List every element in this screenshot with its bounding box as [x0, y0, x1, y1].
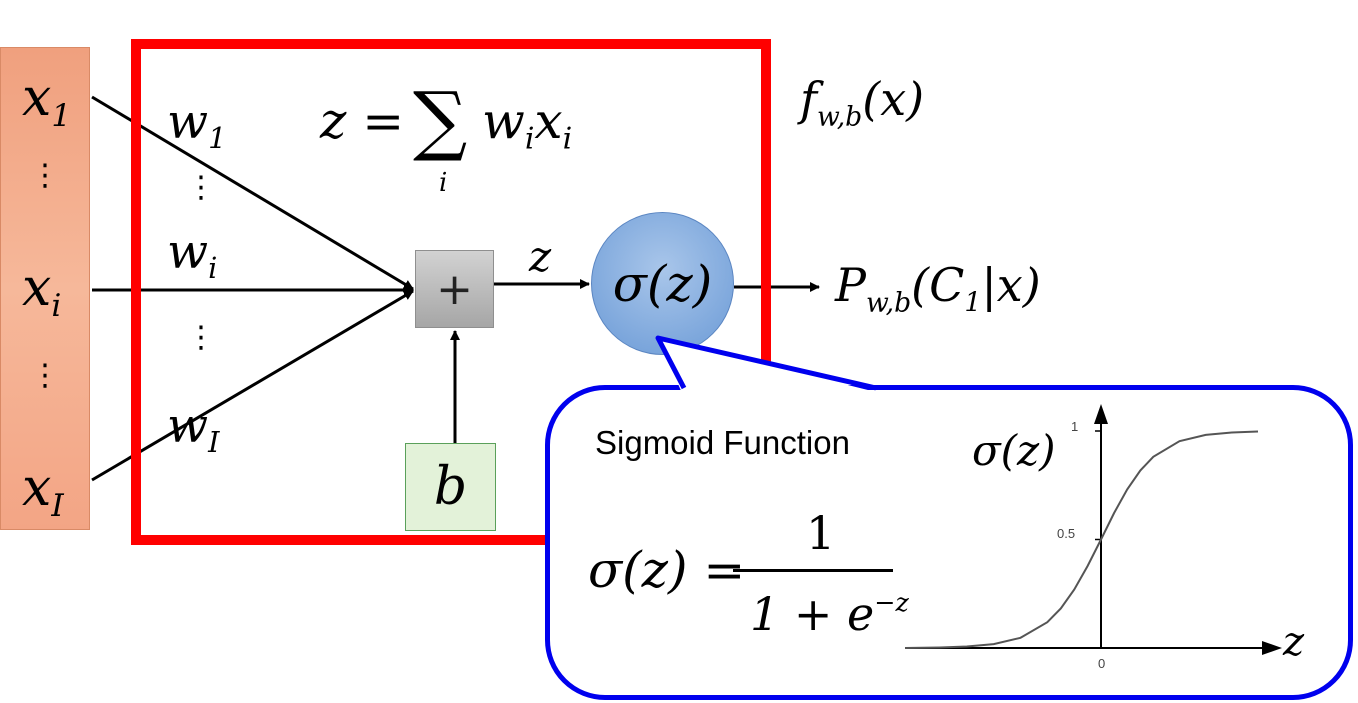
- sigmoid-formula-lhs: σ(z) =: [588, 541, 746, 599]
- input-xI: xI: [22, 458, 64, 524]
- plot-axes: [905, 404, 1282, 655]
- sigmoid-node: σ(z): [591, 212, 734, 355]
- weight-wI: wI: [167, 398, 220, 460]
- inputs-bar: [0, 47, 90, 530]
- plot-tick-0: 0: [1098, 656, 1106, 671]
- sum-node: +: [415, 250, 494, 328]
- plot-x-axis-arrow: [1262, 641, 1282, 655]
- sigmoid-node-label: σ(z): [612, 254, 713, 313]
- edge-xI-to-sum: [91, 289, 414, 482]
- sum-index: i: [439, 168, 448, 198]
- function-label: fw,b(x): [800, 72, 925, 133]
- plot-tick-1: 1: [1071, 419, 1079, 434]
- sigmoid-curve: [904, 430, 1259, 649]
- bias-symbol: b: [433, 457, 468, 517]
- fraction-bar: [733, 569, 893, 572]
- input-xi: xi: [22, 258, 62, 324]
- sum-terms: wixi: [482, 92, 573, 157]
- weight-wi: wi: [167, 224, 218, 286]
- input-x1: x1: [22, 68, 72, 134]
- bias-node: b: [405, 443, 496, 531]
- neuron-frame: [131, 39, 771, 545]
- callout-title: Sigmoid Function: [595, 424, 850, 461]
- plot-y-label: σ(z): [972, 426, 1056, 475]
- edge-x1-to-sum: [91, 95, 414, 291]
- output-label: Pw,b(C1|x): [835, 258, 1041, 319]
- plot-tick-05: 0.5: [1057, 526, 1076, 541]
- plot-y-axis-arrow: [1094, 404, 1108, 424]
- sum-sigma: ∑: [413, 75, 468, 164]
- plot-x-label: z: [1283, 619, 1305, 665]
- sigmoid-formula-denominator: 1 + e−z: [750, 586, 909, 641]
- z-label: z: [529, 232, 552, 281]
- sum-equation-lhs: z =: [320, 92, 405, 150]
- sigmoid-formula-numerator: 1: [806, 506, 836, 560]
- weight-w1: w1: [167, 94, 227, 156]
